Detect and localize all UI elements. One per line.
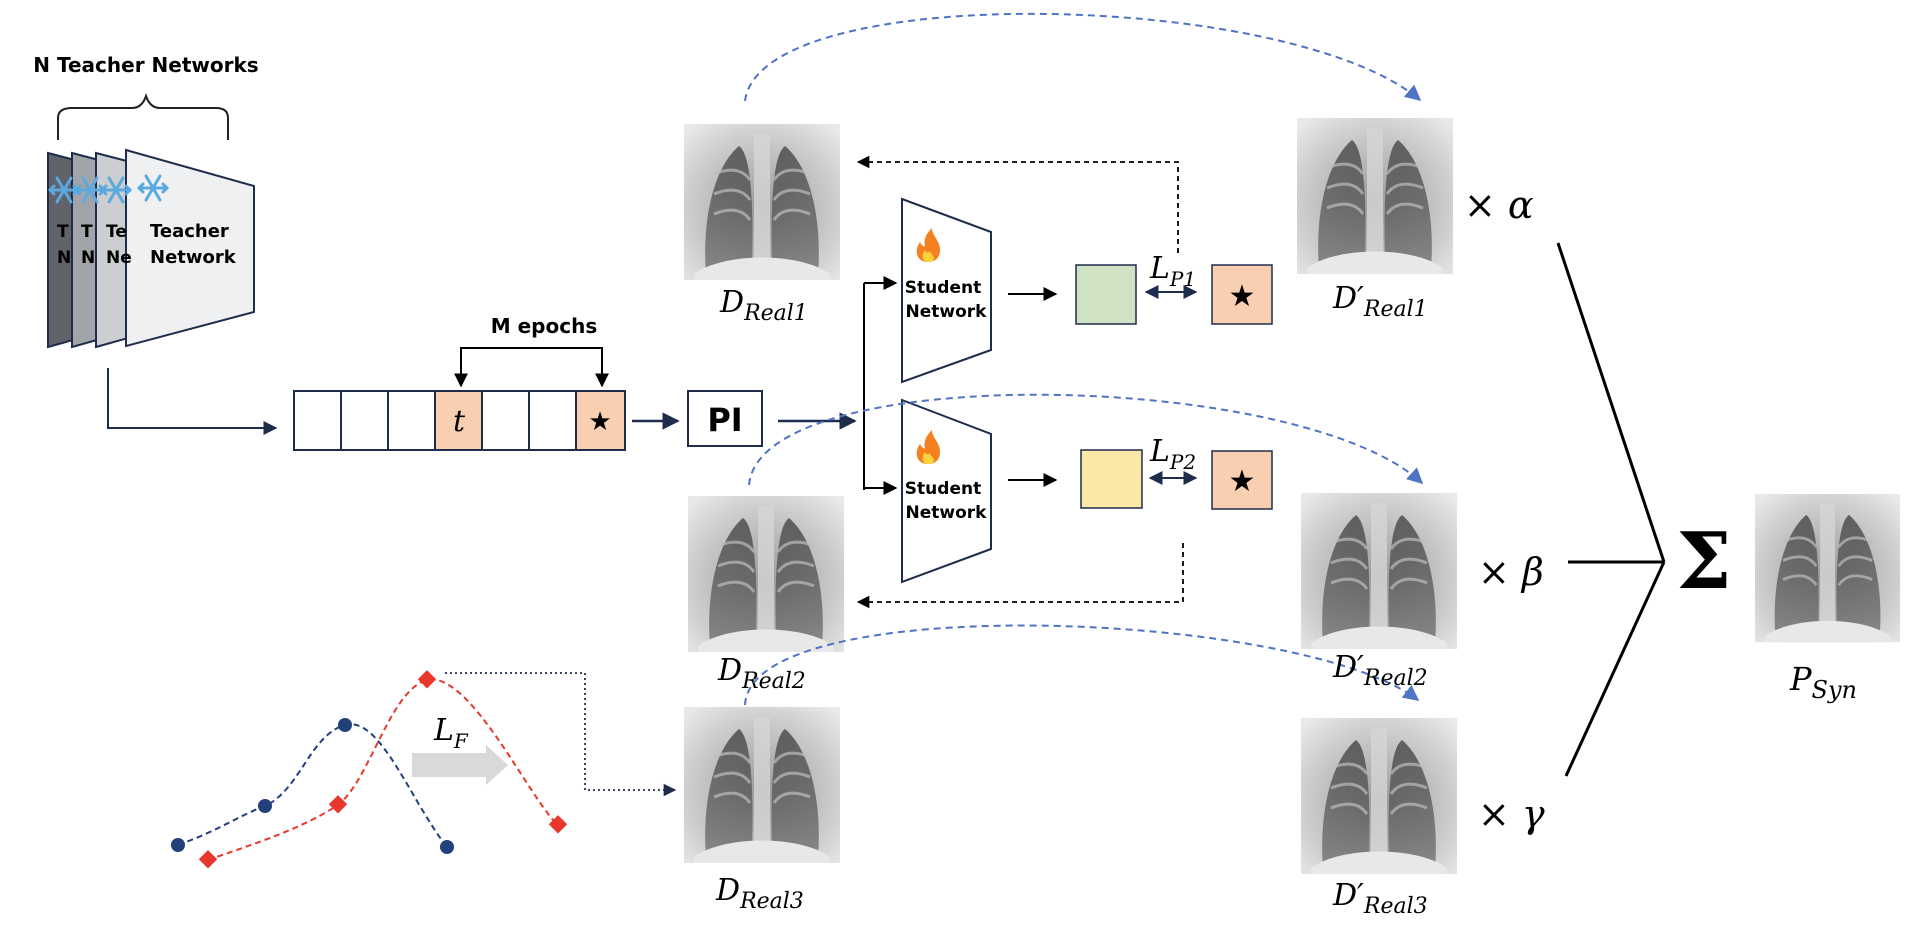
teacher-stack: T N T N Te Ne Teacher Network: [47, 92, 255, 349]
transfer-arc-1: [744, 12, 1422, 102]
trajectory-t-label: t: [453, 404, 466, 439]
teacher-group-brace: [57, 92, 229, 140]
student-2-label-line2: Network: [906, 503, 988, 523]
distilled-image-2: [1299, 491, 1459, 651]
distilled-image-3: [1299, 716, 1459, 876]
feedback-arrow-1: [856, 155, 1179, 253]
blue-trajectory-curve: [177, 723, 448, 848]
feedback-arrow-2: [856, 543, 1184, 609]
student-1-output: [1075, 264, 1137, 325]
student-1-label-line1: Student: [905, 278, 981, 298]
red-trajectory-curve: [207, 678, 559, 861]
target-star-icon-2: ★: [1229, 464, 1256, 499]
distilled-image-1: [1295, 116, 1455, 276]
teacher-front-label-line1: Teacher: [150, 221, 229, 242]
teacher-group-label: N Teacher Networks: [33, 53, 258, 77]
blue-point: [440, 840, 454, 854]
pi-box: [687, 390, 763, 447]
blue-point: [258, 799, 272, 813]
student-1-label-line2: Network: [906, 302, 988, 322]
student-2-label-line1: Student: [905, 479, 981, 499]
teacher-to-trajectory-arrow: [107, 368, 278, 435]
epochs-label: M epochs: [491, 314, 597, 338]
trajectory-cell-t: [434, 390, 483, 451]
student-2-output: [1080, 449, 1143, 509]
real-image-2: [686, 494, 846, 654]
transfer-arc-3: [744, 624, 1420, 706]
teacher-front-label-line2: Network: [150, 247, 237, 268]
teacher-back-3-line2: Ne: [106, 248, 132, 268]
output-label: PSyn: [1789, 660, 1857, 704]
teacher-back-1-line1: T: [57, 222, 69, 242]
target-star-icon-1: ★: [1229, 279, 1256, 314]
student-network-2: [901, 398, 992, 584]
red-point: [417, 670, 437, 689]
combine-line-3: [1564, 561, 1666, 777]
weight-gamma: × γ: [1478, 792, 1545, 836]
transfer-arc-2: [748, 393, 1424, 486]
trajectory-buffer: [293, 390, 626, 451]
real-label-2: DReal2: [717, 653, 806, 694]
weight-beta: × β: [1478, 550, 1544, 594]
distilled-label-3: D′Real3: [1332, 878, 1428, 919]
red-point: [198, 850, 218, 869]
teacher-back-3-line1: Te: [106, 222, 127, 242]
lp2-label: LP2: [1149, 434, 1196, 474]
trajectory-star-icon: ★: [588, 407, 611, 437]
feature-loss-arrow: [412, 745, 508, 785]
real-label-3: DReal3: [715, 873, 804, 914]
red-point: [548, 815, 568, 834]
lp1-label: LP1: [1149, 251, 1196, 291]
weight-alpha: × α: [1464, 183, 1534, 227]
feature-curves: [171, 670, 568, 869]
student-network-1: [901, 197, 992, 384]
teacher-back-2-line1: T: [81, 222, 93, 242]
trajectory-cell-star: [575, 390, 626, 451]
teacher-back-1-line2: N: [57, 248, 71, 268]
teacher-back-2-line2: N: [81, 248, 95, 268]
pi-label: PI: [707, 401, 742, 439]
blue-point: [171, 838, 185, 852]
epochs-bracket-arrow: [454, 347, 609, 388]
feature-to-real3-arrow: [445, 672, 677, 797]
real-label-1: DReal1: [719, 285, 808, 326]
real-image-3: [682, 705, 842, 865]
distilled-label-1: D′Real1: [1332, 281, 1428, 322]
target-star-box-2: [1211, 450, 1273, 510]
combine-line-1: [1556, 242, 1666, 563]
red-point: [328, 795, 348, 814]
real-image-1: [682, 122, 842, 282]
blue-point: [338, 718, 352, 732]
synthetic-output-image: [1753, 492, 1902, 644]
sum-symbol: Σ: [1676, 516, 1731, 607]
lf-label: LF: [433, 713, 469, 753]
target-star-box-1: [1211, 264, 1273, 325]
distilled-label-2: D′Real2: [1332, 650, 1428, 691]
